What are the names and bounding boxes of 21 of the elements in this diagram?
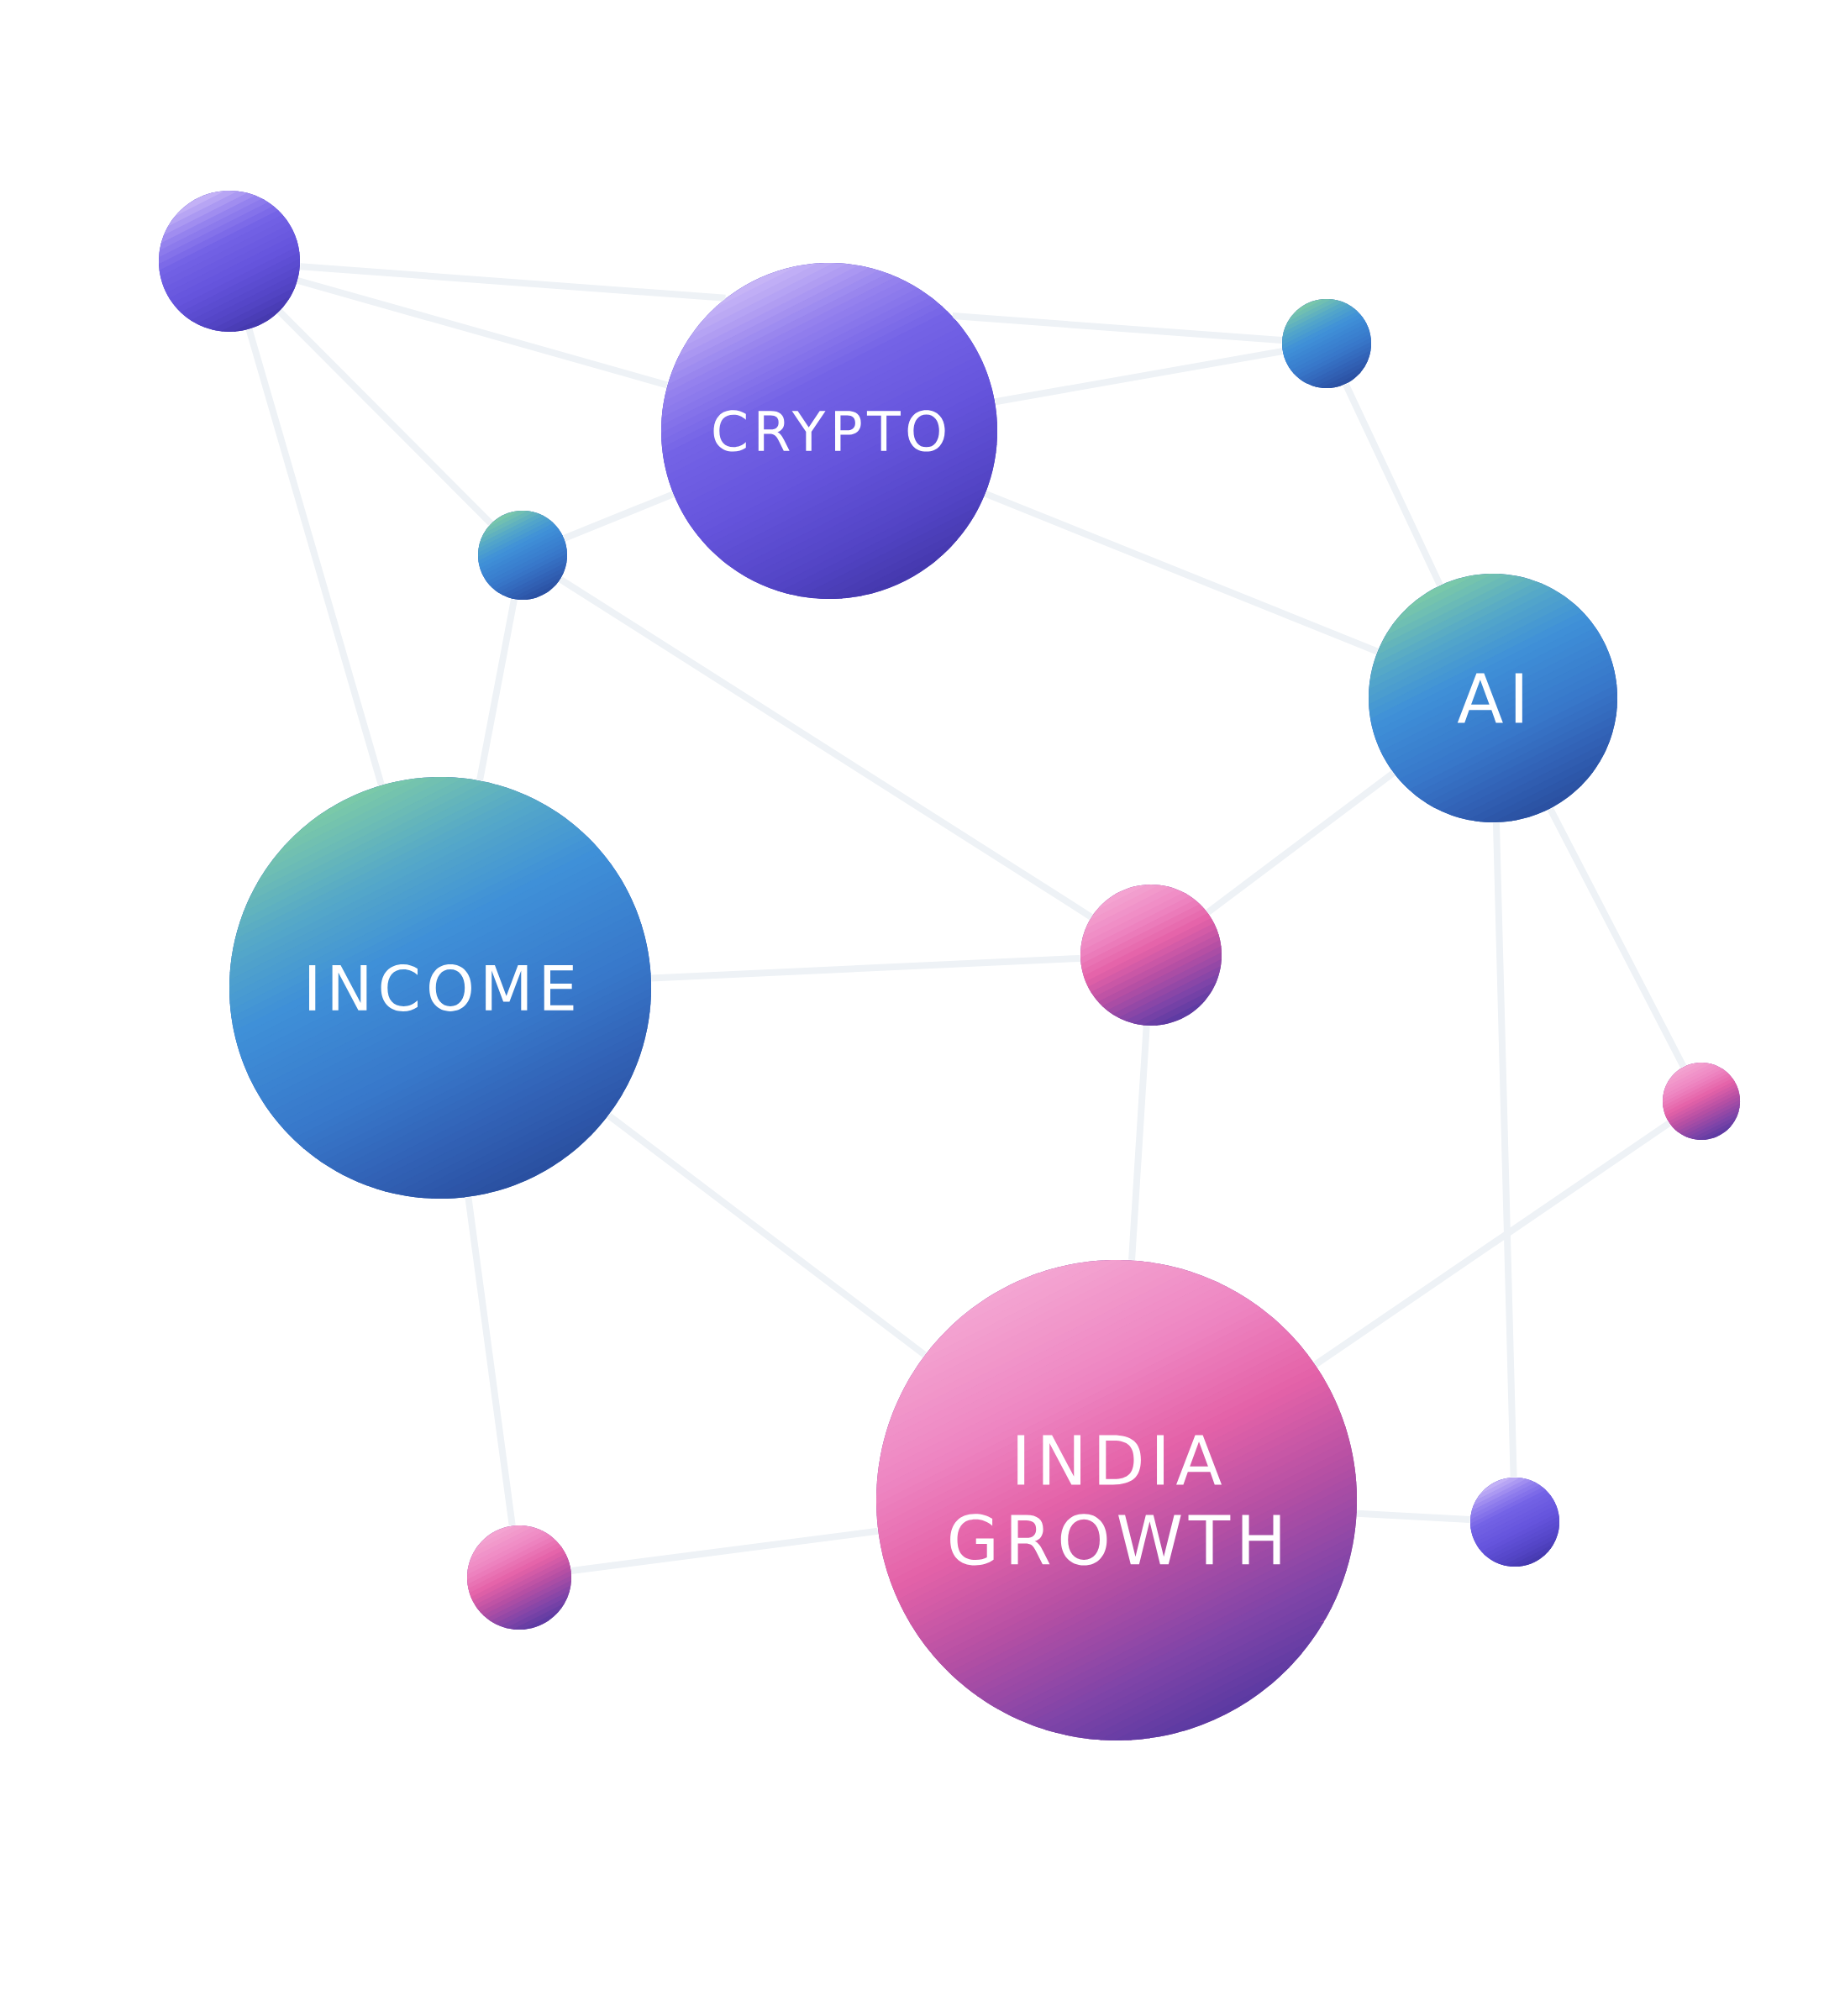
connector-line [651,954,1080,982]
connector-line [465,1196,516,1526]
connector-line [1343,382,1443,587]
connector-line [1128,1026,1150,1261]
connector-line [559,576,1093,920]
connector-line [300,263,726,302]
connector-line [297,277,668,389]
connector-line [245,328,385,786]
connector-line [1357,1509,1470,1524]
connector-line [1492,822,1517,1478]
connector-line [1313,1121,1671,1368]
connector-line [1547,807,1687,1068]
connector-line [984,491,1379,655]
connector-line [995,348,1283,406]
connector-line [607,1112,927,1357]
connector-line [952,312,1282,344]
connector-line [563,491,675,542]
connector-line [476,598,518,781]
connector-line [276,309,493,526]
connector-line [570,1527,879,1574]
connector-line [1206,770,1396,916]
